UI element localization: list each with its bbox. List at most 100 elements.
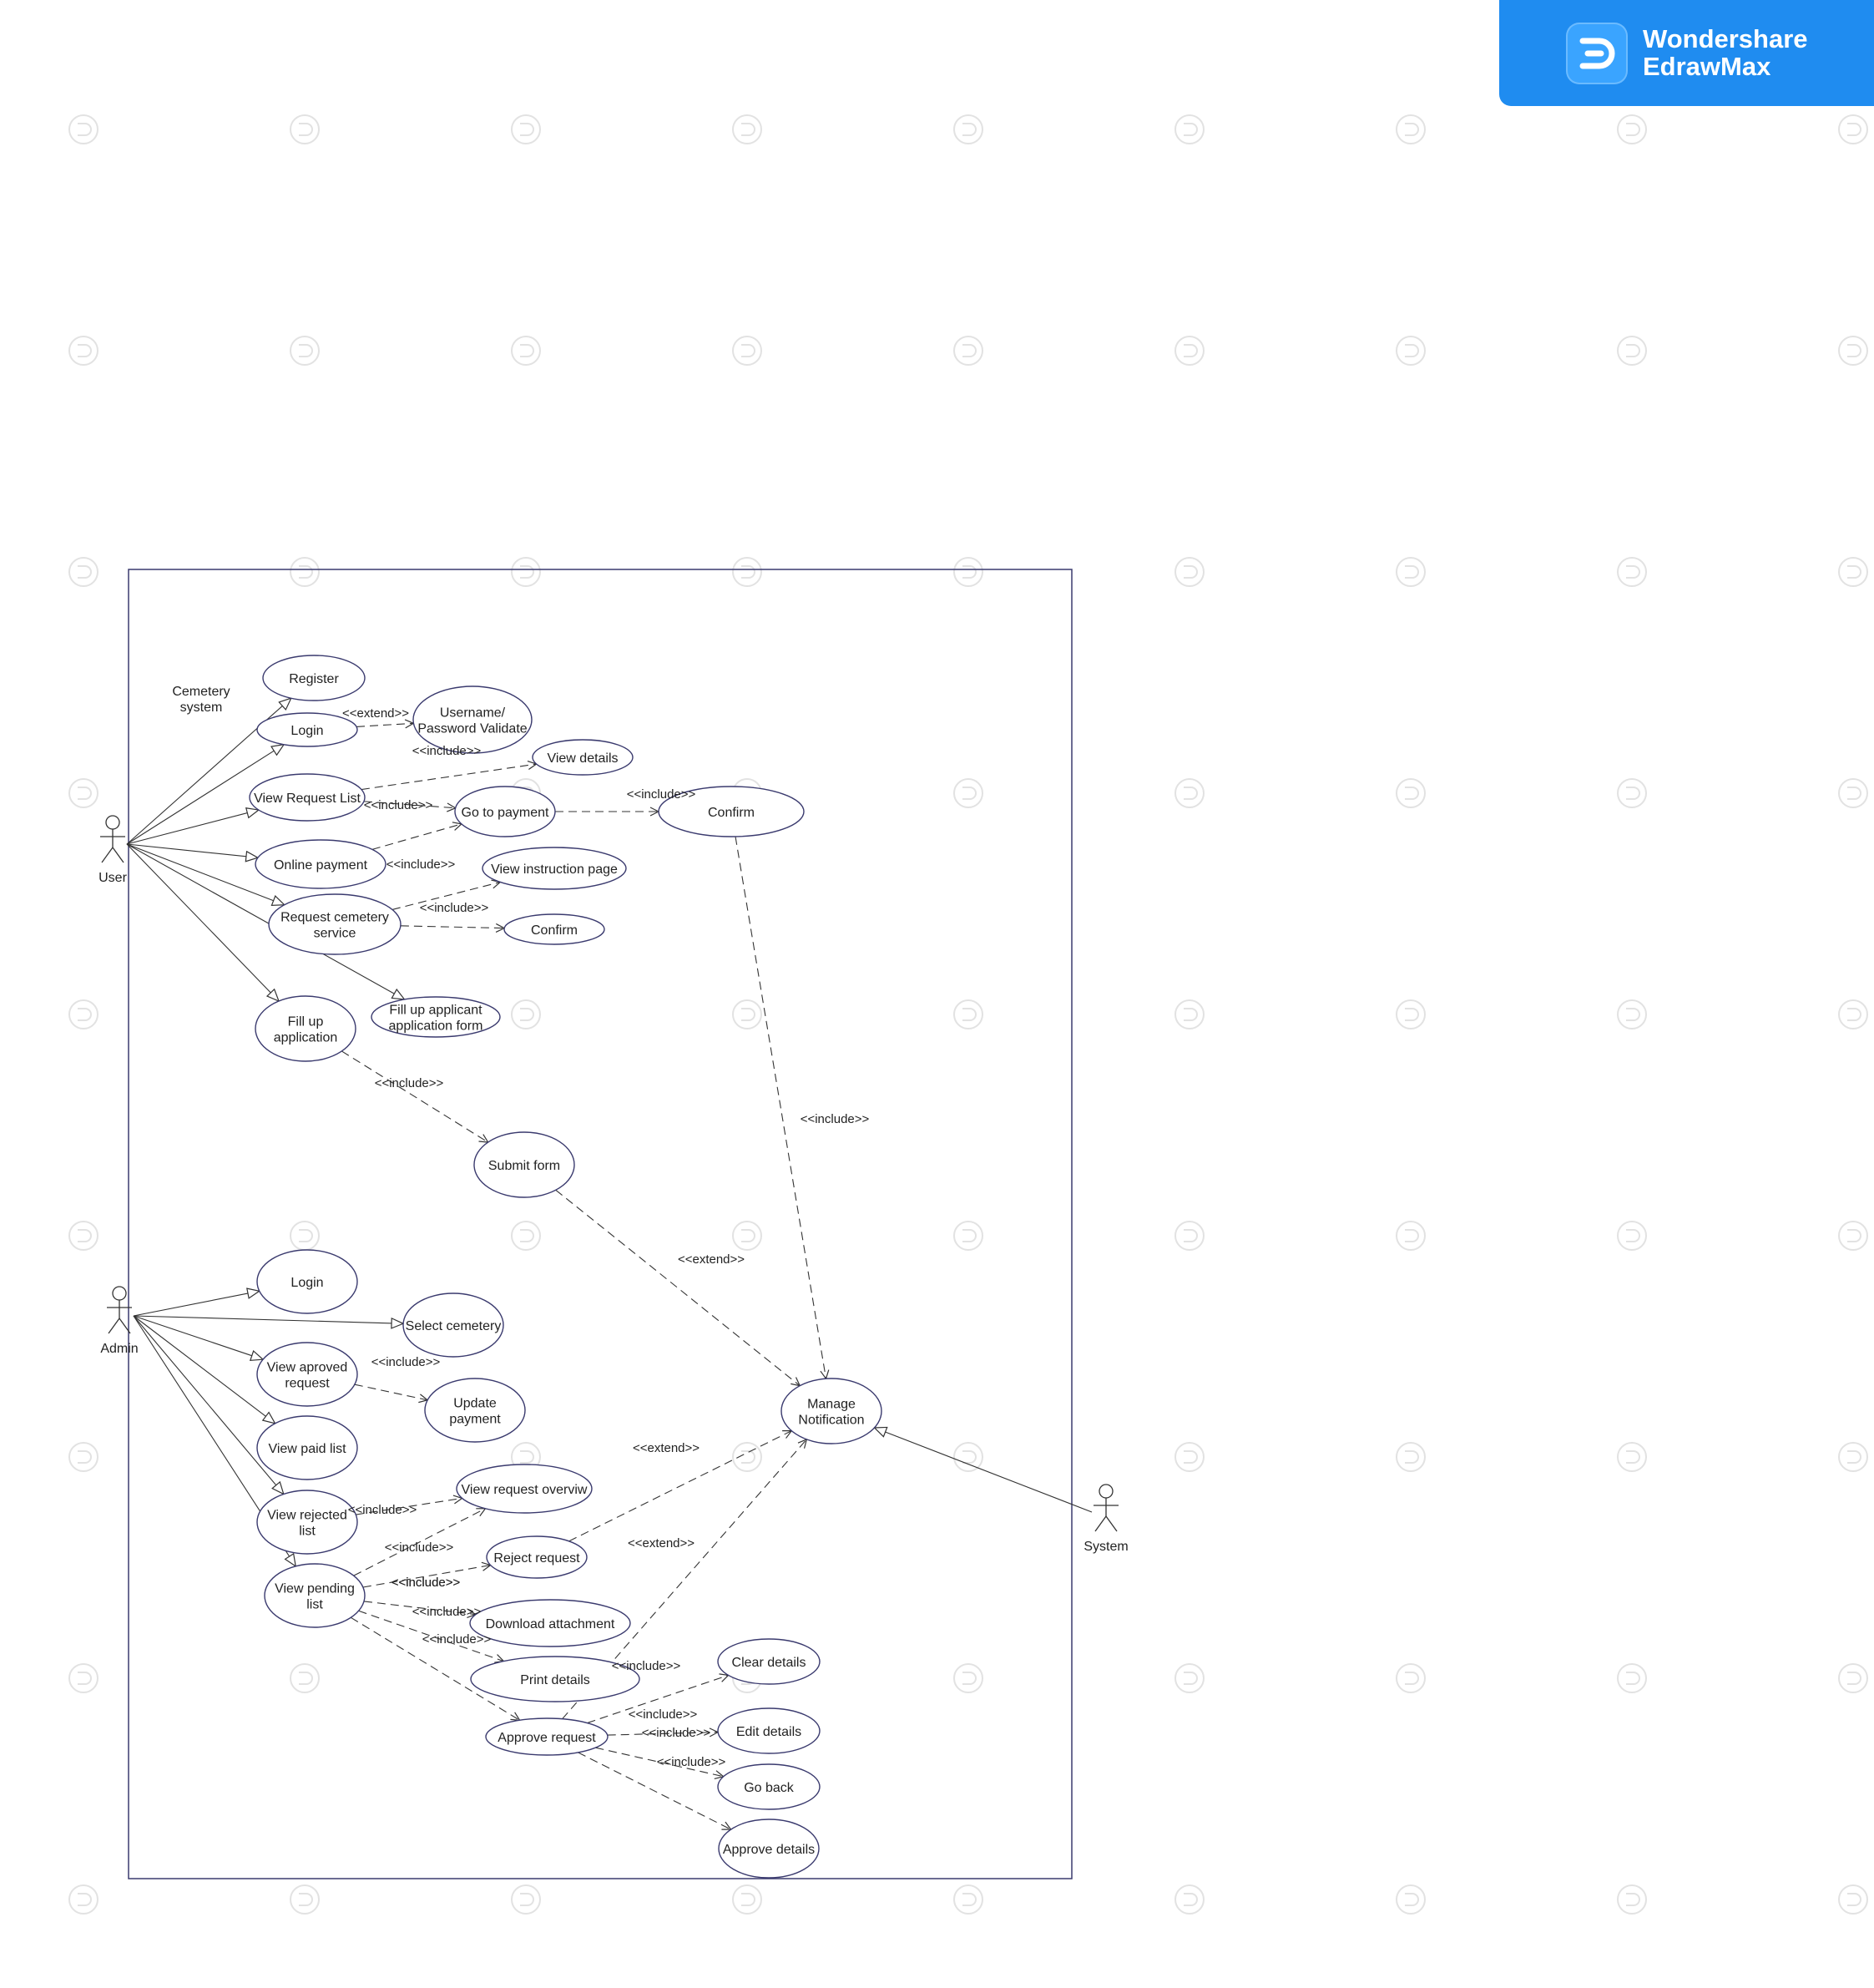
actor-leg-left [1094,1515,1107,1532]
use-case-login-user[interactable]: Login [256,712,358,747]
use-case-print-details[interactable]: Print details [470,1656,640,1702]
watermark-icon [1174,1221,1205,1251]
use-case-submit-form[interactable]: Submit form [473,1131,575,1198]
use-case-online-payment[interactable]: Online payment [255,839,386,889]
use-case-go-to-payment[interactable]: Go to payment [454,786,556,837]
use-case-label: list [299,1525,316,1539]
watermark-icon [953,336,983,366]
watermark-icon [953,778,983,808]
relation-label-view-request-list-view-details: <<include>> [412,744,482,758]
actor-label: Admin [100,1342,138,1356]
use-case-view-details[interactable]: View details [532,739,634,776]
relation-line-view-pending-view-overview [353,1509,486,1576]
watermark-icon [1838,336,1868,366]
relation-line-view-rejected-view-overview [356,1498,462,1515]
use-case-select-cemetery[interactable]: Select cemetery [402,1292,504,1358]
watermark-icon [290,1884,320,1915]
use-case-register[interactable]: Register [262,655,366,701]
use-case-ellipse [485,1717,609,1756]
use-case-view-instruction[interactable]: View instruction page [482,847,627,890]
use-case-label: Password Validate [417,722,527,736]
use-case-edit-details[interactable]: Edit details [717,1707,821,1754]
use-case-confirm-payment[interactable]: Confirm [658,786,805,837]
use-case-reject-request[interactable]: Reject request [486,1535,588,1579]
relation-label-request-service-view-instruction: <<include>> [420,901,489,915]
actor-system[interactable]: System [1083,1484,1129,1554]
association-line-user-fill-up-form [126,843,405,999]
relation-line-view-pending-approve-request [351,1616,519,1720]
use-case-label: list [306,1598,323,1612]
use-case-download-attachment[interactable]: Download attachment [469,1599,631,1647]
use-case-ellipse [412,685,533,754]
actor-head [112,1286,127,1301]
actor-user[interactable]: User [98,815,128,885]
relation-label-submit-form-manage-notification: <<extend>> [678,1252,745,1267]
use-case-login-admin[interactable]: Login [256,1249,358,1314]
relation-line-view-pending-reject-request [362,1566,491,1588]
use-case-go-back[interactable]: Go back [717,1763,821,1810]
use-case-label: Reject request [493,1551,580,1566]
use-case-ellipse [469,1599,631,1647]
relation-label-approve-request-manage-notification: <<extend>> [628,1536,695,1550]
system-label-line2: system [180,701,223,715]
watermark-icon [1617,557,1647,587]
association-line-user-view-request-list [126,810,259,845]
use-case-label: Online payment [274,858,368,873]
brand-line-2: EdrawMax [1643,52,1771,81]
watermark-icon [511,557,541,587]
use-case-view-paid[interactable]: View paid list [256,1415,358,1480]
system-label-line1: Cemetery [172,685,230,699]
watermark-icon [1617,999,1647,1029]
use-case-view-approved[interactable]: View aproved request [256,1342,358,1407]
actor-head [105,815,120,830]
relation-label-go-to-payment-confirm-payment: <<include>> [627,787,696,802]
use-case-ellipse [473,1131,575,1198]
use-case-view-request-list[interactable]: View Request List [249,773,366,822]
watermark-icon [1174,1884,1205,1915]
watermark-icon [511,114,541,144]
watermark-icon [732,1221,762,1251]
use-case-approve-details[interactable]: Approve details [718,1819,820,1879]
use-case-label: service [314,927,356,941]
use-case-request-service[interactable]: Request cemetery service [268,893,402,955]
relation-line-reject-request-manage-notification [568,1431,792,1542]
watermark-icon [1617,1884,1647,1915]
use-case-validate[interactable]: Username/Password Validate [412,685,533,754]
watermark-icon [1838,557,1868,587]
watermark-icon [1838,1221,1868,1251]
actor-admin[interactable]: Admin [100,1286,139,1356]
watermark-icon [511,1884,541,1915]
relation-label-view-pending-view-overview: <<include>> [385,1540,454,1555]
brand-badge[interactable]: Wondershare EdrawMax [1499,0,1874,106]
relation-line-login-user-validate [356,723,413,726]
use-case-confirm-service[interactable]: Confirm [503,913,605,945]
use-case-label: Request cemetery [280,911,389,925]
use-case-label: View aproved [267,1361,348,1375]
use-case-label: Manage [807,1398,856,1412]
actor-label: System [1083,1540,1128,1554]
use-case-label: Register [289,672,339,686]
use-case-label: request [285,1377,330,1391]
use-case-ellipse [780,1378,882,1444]
use-case-ellipse [486,1535,588,1579]
watermark-icon [1838,778,1868,808]
watermark-icon [953,1221,983,1251]
relation-label-extra: <<include>> [391,1576,461,1590]
relation-label-view-pending-print-details: <<include>> [422,1632,492,1647]
use-case-approve-request[interactable]: Approve request [485,1717,609,1756]
use-case-ellipse [264,1563,366,1628]
use-case-view-overview[interactable]: View request overviw [456,1464,593,1514]
relation-line-submit-form-manage-notification [555,1189,800,1385]
use-case-label: View Request List [254,792,361,806]
use-case-clear-details[interactable]: Clear details [717,1638,821,1685]
use-case-ellipse [717,1763,821,1810]
relation-line-approve-request-clear-details [587,1675,729,1724]
use-case-ellipse [256,1342,358,1407]
